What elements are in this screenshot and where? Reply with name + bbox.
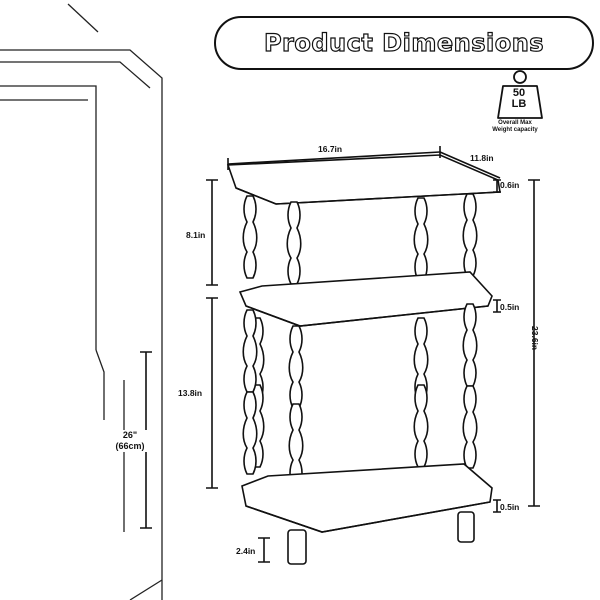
total-height-label: 23.6in [530, 326, 540, 351]
capacity-caption-line1: Overall Max [498, 120, 532, 126]
capacity-caption-line2: Weight capacity [492, 127, 538, 133]
top-thickness-label: 0.6in [500, 180, 520, 190]
shelf-illustration [226, 154, 501, 565]
bottom-thickness-label: 0.5in [500, 502, 520, 512]
room-height-inches: 26" [122, 430, 138, 440]
mid-thickness-label: 0.5in [500, 302, 520, 312]
capacity-unit: LB [511, 98, 527, 110]
title-pill [214, 16, 594, 70]
weight-badge-icon [497, 70, 543, 119]
width-label: 16.7in [318, 144, 343, 154]
depth-label: 11.8in [470, 153, 494, 163]
lower-gap-label: 13.8in [178, 388, 203, 398]
capacity-number: 50 [512, 87, 526, 99]
top-gap-label: 8.1in [186, 230, 206, 240]
room-height-cm: (66cm) [115, 441, 145, 451]
dimension-lines [140, 146, 540, 563]
room-sketch [0, 3, 163, 600]
page-title: Product Dimensions [263, 28, 545, 57]
capacity-caption: Overall Max Weight capacity [480, 120, 550, 134]
capacity-value: 50 LB [502, 88, 536, 110]
leg-height-label: 2.4in [236, 546, 256, 556]
room-height-label: 26" (66cm) [108, 430, 152, 452]
